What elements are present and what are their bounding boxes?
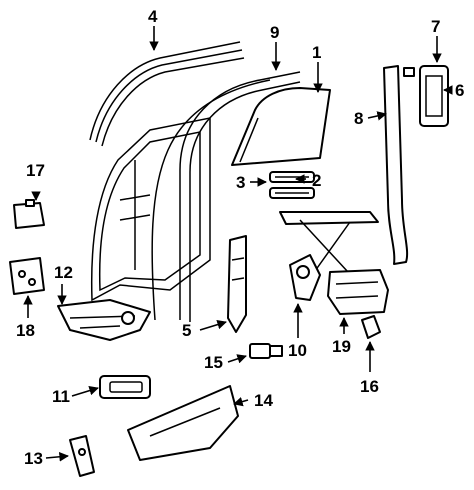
glass-channel-pieces xyxy=(269,171,315,199)
glass-run-channel xyxy=(151,71,301,322)
hinge-bracket xyxy=(69,435,95,477)
callout-19: 19 xyxy=(332,337,351,356)
leader-lines xyxy=(23,26,453,462)
callout-2: 2 xyxy=(312,171,321,190)
lower-run-channel xyxy=(227,235,247,333)
window-regulator xyxy=(279,211,379,301)
lock-cylinder xyxy=(249,343,283,359)
callout-8: 8 xyxy=(354,109,363,128)
callout-5: 5 xyxy=(182,321,191,340)
callout-1: 1 xyxy=(312,43,321,62)
door-shell xyxy=(90,117,211,302)
callout-18: 18 xyxy=(16,321,35,340)
vent-assembly xyxy=(403,65,449,127)
callout-7: 7 xyxy=(431,17,440,36)
callout-10: 10 xyxy=(288,341,307,360)
callout-6: 6 xyxy=(455,81,464,100)
lock-assembly xyxy=(327,269,389,315)
trim-panel xyxy=(127,385,239,461)
latch-assembly xyxy=(57,299,151,341)
callout-11: 11 xyxy=(52,387,70,406)
hinge-upper xyxy=(13,199,45,229)
weatherstrip-outer xyxy=(89,41,245,147)
callout-15: 15 xyxy=(204,353,223,372)
callout-3: 3 xyxy=(236,173,245,192)
callout-14: 14 xyxy=(254,391,273,410)
callout-9: 9 xyxy=(270,23,279,42)
window-glass xyxy=(231,87,331,166)
callout-12: 12 xyxy=(54,263,73,282)
callout-17: 17 xyxy=(26,161,45,180)
callout-labels: 1 2 3 4 5 6 7 8 9 10 11 12 13 14 15 16 1… xyxy=(16,7,464,468)
callout-16: 16 xyxy=(360,377,379,396)
callout-4: 4 xyxy=(148,7,158,26)
hinge-lower xyxy=(9,257,45,295)
vent-channel xyxy=(383,65,409,265)
striker xyxy=(361,315,381,339)
inside-handle xyxy=(99,375,151,399)
callout-13: 13 xyxy=(24,449,43,468)
